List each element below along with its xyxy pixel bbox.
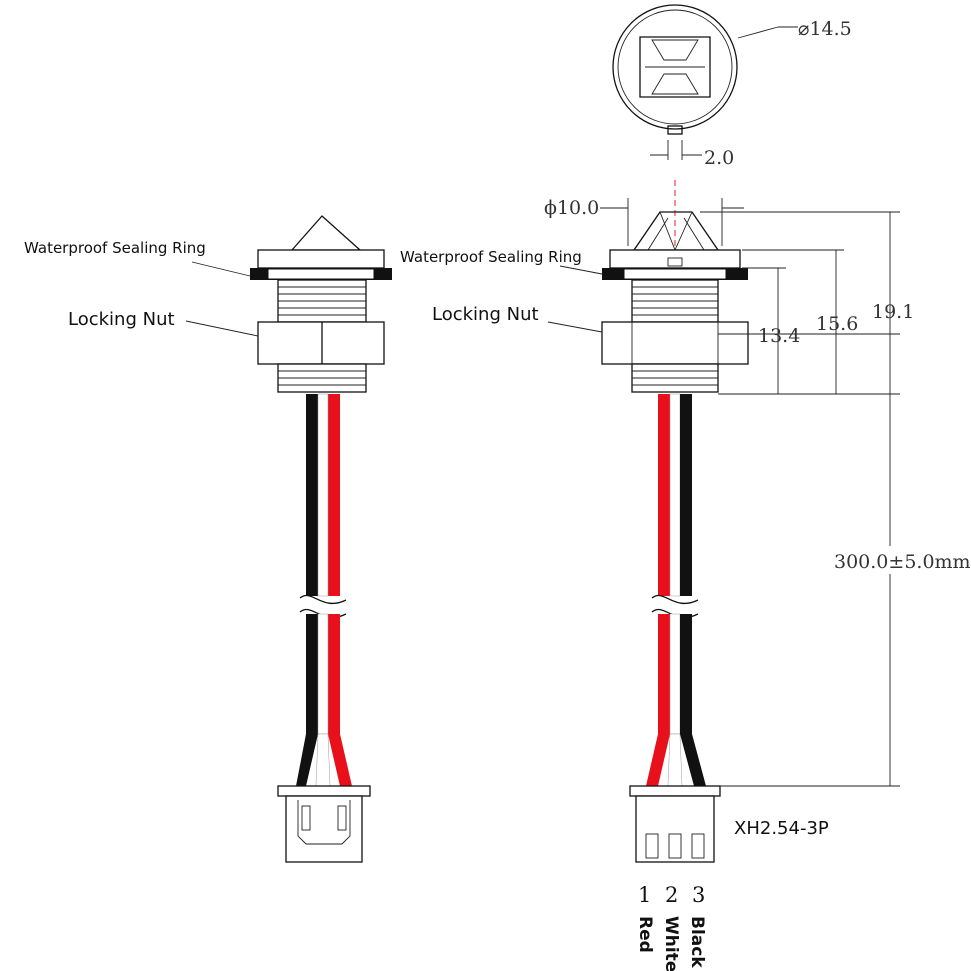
- waterproof-ring-label-right: Waterproof Sealing Ring: [400, 248, 582, 266]
- outer-circle: [612, 4, 738, 130]
- locking-nut-label-right: Locking Nut: [432, 304, 539, 325]
- pin-number-3: 3: [692, 883, 705, 907]
- black-wire-right: [680, 394, 692, 596]
- connector-right-top: [629, 785, 721, 797]
- outer-diameter-label: ⌀14.5: [798, 18, 852, 40]
- connector-right: [635, 795, 715, 863]
- connector-left: [285, 795, 363, 863]
- locking-nut-label-left: Locking Nut: [68, 309, 175, 330]
- lens-square: [639, 36, 711, 98]
- locking-nut-right: [601, 321, 749, 365]
- pin-number-1: 1: [638, 883, 651, 907]
- thread-bottom-left: [277, 363, 367, 393]
- pin-color-3: Black: [687, 916, 707, 968]
- flange-right: [609, 249, 741, 269]
- tab: [667, 125, 683, 135]
- right-side-view: [601, 180, 749, 863]
- connector-left-top: [277, 785, 371, 797]
- red-wire-right: [658, 394, 670, 596]
- top-view: ⌀14.5 2.0: [612, 4, 852, 169]
- red-wire-left: [328, 394, 340, 596]
- locking-nut-left: [257, 321, 385, 365]
- dimension-lines: ϕ10.0 13.4 15.6 19.1 300.0±5.0mm: [544, 197, 971, 787]
- waterproof-ring-label-left: Waterproof Sealing Ring: [24, 239, 206, 257]
- pin-slot-2: [668, 833, 682, 859]
- tab-width-label: 2.0: [704, 147, 734, 169]
- ring-height-label: 15.6: [816, 313, 858, 335]
- pin-color-2: White: [661, 916, 681, 971]
- lens-diameter-label: ϕ10.0: [544, 197, 599, 219]
- white-wire-right: [669, 393, 681, 597]
- thread-top-left: [277, 279, 367, 323]
- cable-length-label: 300.0±5.0mm: [834, 551, 971, 573]
- black-wire-left: [306, 394, 318, 596]
- lens-cone: [290, 215, 362, 251]
- left-side-view: [250, 215, 392, 863]
- lens-facets: [651, 39, 699, 95]
- lens-dome: [632, 211, 720, 251]
- pin-slot-1: [645, 833, 659, 859]
- total-height-label: 19.1: [872, 301, 914, 323]
- pin-legend: 1 2 3 Red White Black: [635, 883, 707, 971]
- pin-slot-3: [691, 833, 705, 859]
- inner-circle: [617, 9, 733, 125]
- thread-height-label: 13.4: [758, 325, 800, 347]
- connector-label: XH2.54-3P: [734, 818, 829, 839]
- pin-number-2: 2: [665, 883, 678, 907]
- flange: [257, 249, 385, 269]
- pin-color-1: Red: [635, 916, 655, 953]
